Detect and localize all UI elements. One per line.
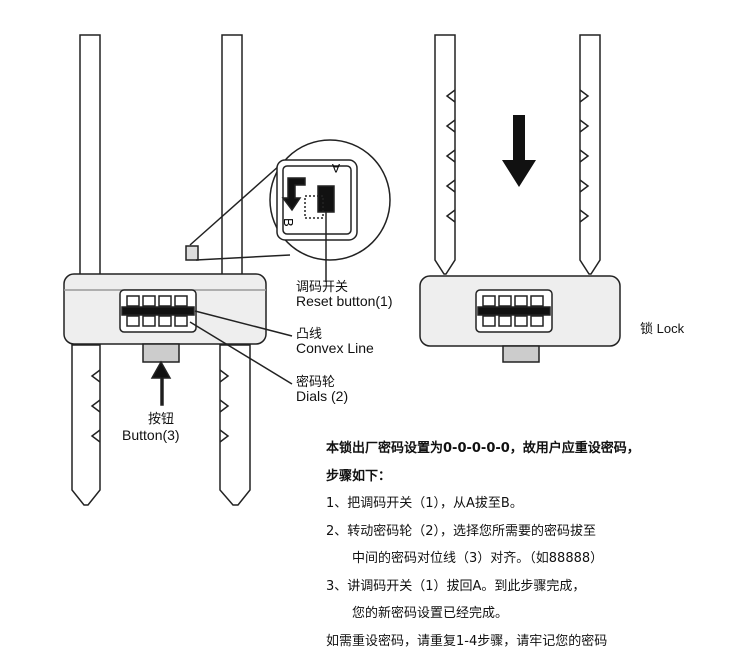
convex-line-label-cn: 凸线	[296, 327, 323, 342]
instruction-step-3-line2: 您的新密码设置已经完成。	[352, 606, 509, 621]
reset-switch-magnifier	[189, 139, 391, 282]
instruction-step-2-line2: 中间的密码对位线（3）对齐。（如88888）	[352, 551, 604, 566]
right-lock-shackle	[434, 34, 601, 275]
instruction-footer: 如需重设密码，请重复1-4步骤，请牢记您的密码	[326, 634, 608, 649]
instruction-step-3-line1: 3、讲调码开关（1）拔回A。到此步骤完成，	[326, 579, 586, 594]
switch-label-b: B	[281, 218, 296, 227]
reset-button-label-en: Reset button(1)	[296, 293, 393, 309]
button-label-cn: 按钮	[148, 412, 175, 427]
dials-label-cn: 密码轮	[296, 375, 336, 390]
switch-label-a: A	[332, 161, 340, 175]
down-arrow-icon	[502, 115, 536, 187]
reset-button-label-cn: 调码开关	[296, 280, 349, 295]
left-lock-body	[63, 245, 267, 363]
right-lock-body	[419, 275, 621, 363]
button-label-en: Button(3)	[122, 427, 180, 443]
lock-label: 锁 Lock	[640, 321, 685, 336]
button-arrow-icon	[150, 360, 172, 406]
instruction-step-1: 1、把调码开关（1），从A拔至B。	[326, 496, 523, 511]
instruction-intro-line2: 步骤如下：	[326, 469, 392, 484]
convex-line-label-en: Convex Line	[296, 340, 374, 356]
dials-label-en: Dials (2)	[296, 388, 349, 404]
instruction-step-2-line1: 2、转动密码轮（2），选择您所需要的密码拔至	[326, 524, 597, 539]
instruction-intro-line1: 本锁出厂密码设置为0-0-0-0-0，故用户应重设密码，	[326, 441, 640, 456]
left-lock-shackle	[79, 34, 243, 281]
left-lock-legs	[71, 344, 251, 506]
